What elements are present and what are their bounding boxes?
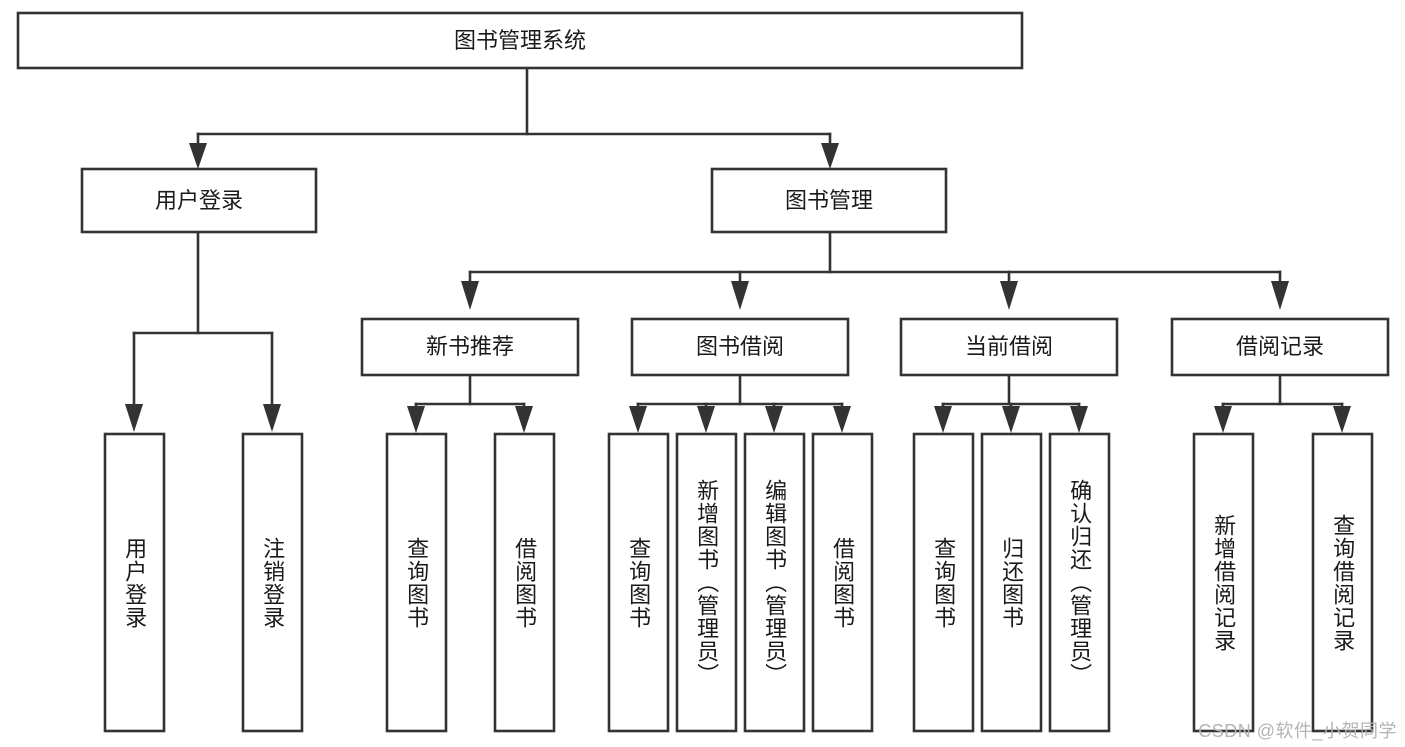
leaf-box-user-login[interactable] [103,432,166,733]
arrowhead-book-management [821,143,839,169]
node-current-borrow-box[interactable] [899,317,1119,377]
arrowhead-book-borrow [731,281,749,310]
arrowhead-leaf-query-book-2 [629,406,647,433]
connector-group-new-book-recommend [407,373,533,433]
connector-group-book-borrow [629,373,851,433]
arrowhead-leaf-user-login [125,404,143,432]
arrowhead-leaf-add-record [1214,406,1232,433]
connector-group-current-borrow [934,373,1088,433]
node-borrow-record[interactable]: 借阅记录 [1170,317,1390,377]
node-user-login-box[interactable] [80,167,318,234]
leaf-box-query-record[interactable] [1311,432,1374,733]
node-book-management-box[interactable] [710,167,948,234]
connector-group-borrow-record [1214,373,1351,433]
leaf-boxes [103,432,1374,733]
node-book-management-label: 图书管理 [785,188,873,213]
node-borrow-record-box[interactable] [1170,317,1390,377]
arrowhead-leaf-return-book [1002,406,1020,433]
node-user-login-label: 用户登录 [155,188,243,213]
leaf-box-query-book-3[interactable] [912,432,975,733]
node-book-borrow-box[interactable] [630,317,850,377]
leaf-box-add-book[interactable] [675,432,738,733]
arrowhead-leaf-borrow-book-1 [515,406,533,433]
watermark-text: CSDN @软件_小贺同学 [1198,721,1397,741]
node-root-label: 图书管理系统 [454,28,586,53]
arrowhead-leaf-edit-book [765,406,783,433]
node-user-login[interactable]: 用户登录 [80,167,318,234]
node-root[interactable]: 图书管理系统 [16,11,1024,70]
node-new-book-recommend-box[interactable] [360,317,580,377]
connector-group-book-management [461,230,1289,310]
arrowhead-leaf-add-book [697,406,715,433]
node-current-borrow-label: 当前借阅 [965,334,1053,359]
leaf-box-borrow-book-1[interactable] [493,432,556,733]
connector-group-root [189,66,839,169]
node-current-borrow[interactable]: 当前借阅 [899,317,1119,377]
connector-group-user-login [125,230,281,432]
node-book-borrow-label: 图书借阅 [696,334,784,359]
node-borrow-record-label: 借阅记录 [1236,334,1324,359]
arrowhead-leaf-query-book-3 [934,406,952,433]
node-root-box[interactable] [16,11,1024,70]
leaf-box-query-book-2[interactable] [607,432,670,733]
leaf-box-confirm-return[interactable] [1048,432,1111,733]
node-new-book-recommend[interactable]: 新书推荐 [360,317,580,377]
leaf-box-return-book[interactable] [980,432,1043,733]
arrowhead-leaf-user-logout [263,404,281,432]
arrowhead-user-login [189,143,207,169]
arrowhead-leaf-query-book-1 [407,406,425,433]
arrowhead-new-book-recommend [461,281,479,310]
arrowhead-leaf-confirm-return [1070,406,1088,433]
leaf-box-query-book-1[interactable] [385,432,448,733]
node-book-borrow[interactable]: 图书借阅 [630,317,850,377]
arrowhead-current-borrow [1000,281,1018,310]
node-book-management[interactable]: 图书管理 [710,167,948,234]
leaf-box-borrow-book-2[interactable] [811,432,874,733]
leaf-box-add-record[interactable] [1192,432,1255,733]
leaf-box-edit-book[interactable] [743,432,806,733]
arrowhead-leaf-borrow-book-2 [833,406,851,433]
arrowhead-borrow-record [1271,281,1289,310]
leaf-box-user-logout[interactable] [241,432,304,733]
node-new-book-recommend-label: 新书推荐 [426,334,514,359]
arrowhead-leaf-query-record [1333,406,1351,433]
